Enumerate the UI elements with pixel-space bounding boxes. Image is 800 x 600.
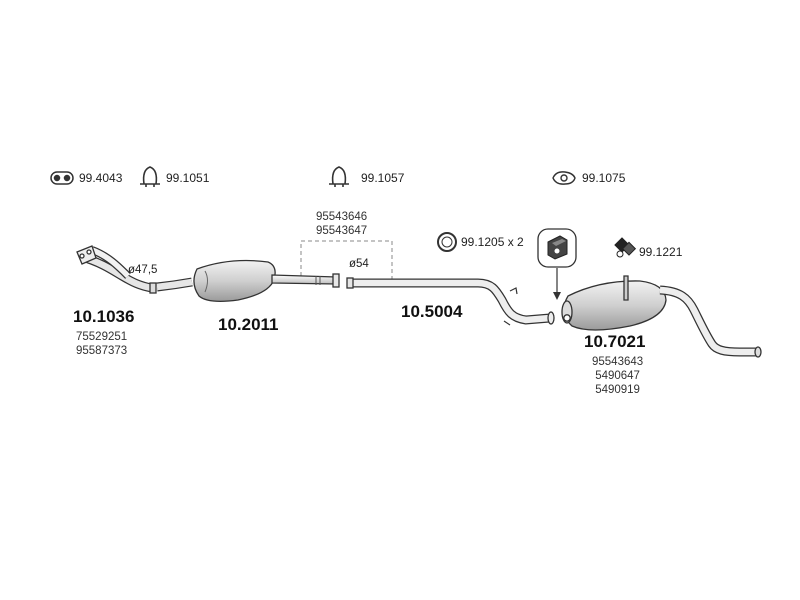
accessory-label-99-1221: 99.1221 <box>639 245 683 259</box>
oem-ref: 95543647 <box>316 225 368 237</box>
part-refs-10-7021: 95543643 5490647 5490919 <box>592 355 643 397</box>
part-refs-10-1036: 75529251 95587373 <box>76 330 127 358</box>
accessory-label-99-1075: 99.1075 <box>582 171 626 185</box>
intermediate-pipe-10-5004 <box>346 277 555 326</box>
part-number-10-1036: 10.1036 <box>73 307 135 326</box>
accessory-label-99-1205: 99.1205 x 2 <box>461 235 524 249</box>
gasket-icon-99-4043 <box>50 171 74 185</box>
oem-ref: 95543646 <box>316 211 368 223</box>
ring-icon-99-1075 <box>552 171 576 185</box>
oem-ref: 95543643 <box>592 356 644 368</box>
diameter-label-54: ø54 <box>349 258 369 270</box>
clamp-icon-99-1057 <box>329 166 349 187</box>
oem-ref: 75529251 <box>76 331 128 343</box>
reference-bracket <box>300 240 393 282</box>
accessory-label-99-4043: 99.4043 <box>79 171 123 185</box>
mounting-bush-callout <box>537 228 577 300</box>
part-number-10-2011: 10.2011 <box>218 315 279 334</box>
rear-silencer-10-7021 <box>561 275 762 358</box>
diameter-label-47-5: ø47,5 <box>128 264 158 276</box>
ring-icon-99-1205 <box>437 232 457 252</box>
oem-ref: 5490647 <box>595 370 640 382</box>
clamp-icon-99-1051 <box>140 166 160 187</box>
oem-ref: 5490919 <box>595 384 640 396</box>
hanger-icon-99-1221 <box>614 237 637 258</box>
part-refs-10-2011: 95543646 95543647 <box>316 210 367 238</box>
middle-silencer-10-2011 <box>156 259 340 302</box>
accessory-label-99-1051: 99.1051 <box>166 171 210 185</box>
oem-ref: 95587373 <box>76 345 128 357</box>
front-pipe-10-1036 <box>76 245 157 294</box>
part-number-10-5004: 10.5004 <box>401 302 463 321</box>
part-number-10-7021: 10.7021 <box>584 332 646 351</box>
accessory-label-99-1057: 99.1057 <box>361 171 405 185</box>
